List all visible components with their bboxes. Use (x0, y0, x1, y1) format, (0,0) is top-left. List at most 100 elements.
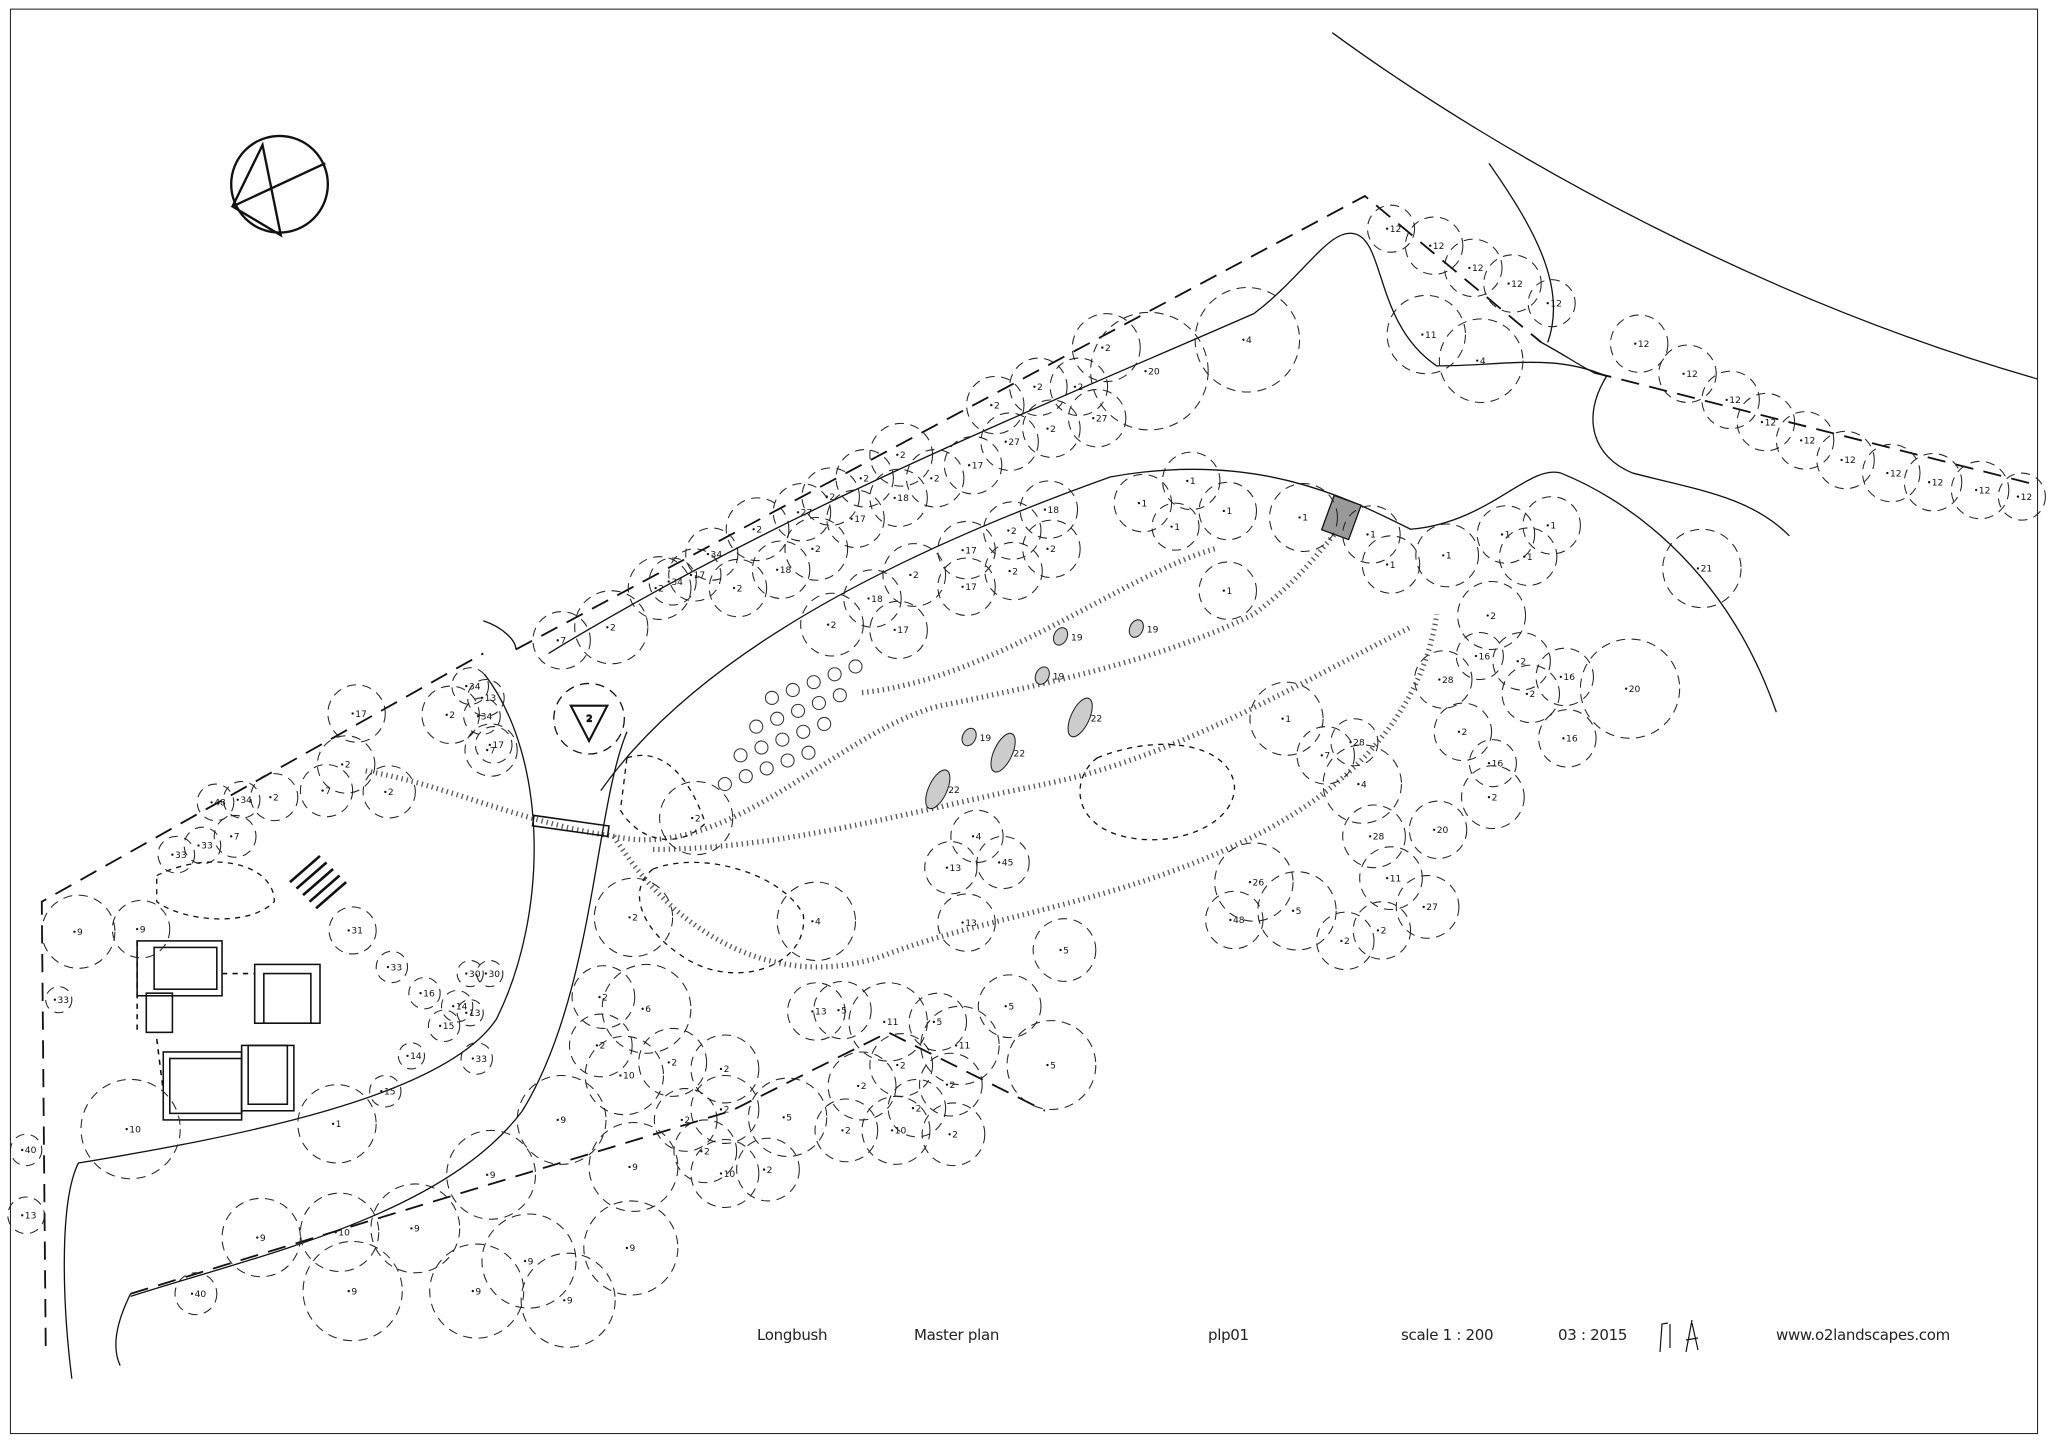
plant-label: 4 (1480, 357, 1486, 367)
tree-symbol: 40 (174, 1272, 218, 1316)
tree-symbol: 2 (250, 773, 299, 822)
tree-canopy (520, 1252, 616, 1348)
tree-trunk-dot (911, 1106, 915, 1110)
plant-label: 19 (1147, 625, 1159, 635)
tree-symbol: 12 (1483, 254, 1542, 313)
plant-label: 2 (1520, 657, 1526, 667)
plant-label: 11 (959, 1042, 971, 1052)
tree-canopy (516, 1074, 607, 1165)
project-name: Longbush (757, 1326, 828, 1344)
tree-symbol: 2 (835, 449, 894, 508)
plant-label: 2 (1037, 383, 1043, 393)
plant-label: 2 (950, 1081, 956, 1091)
plant-label: 12 (1729, 396, 1741, 406)
plant-label: 1 (1190, 477, 1196, 487)
plant-label: 9 (560, 1116, 566, 1126)
tree-canopy (571, 965, 636, 1029)
tree-canopy (213, 814, 257, 858)
tree-trunk-dot (719, 1172, 723, 1175)
tree-canopy (1022, 519, 1081, 579)
tree-canopy (1022, 399, 1081, 458)
plant-label: 4 (1246, 336, 1252, 346)
tree-trunk-dot (1248, 880, 1252, 884)
tree-symbol: 12 (1609, 314, 1669, 373)
bush-symbol: 19 (1034, 666, 1065, 685)
tree-trunk-dot (1525, 692, 1529, 696)
tree-canopy (980, 412, 1039, 471)
tree-symbol: 2 (966, 375, 1025, 435)
tree-symbol: 20 (1408, 800, 1468, 860)
plant-label: 9 (414, 1225, 420, 1235)
tree-trunk-dot (1229, 918, 1232, 922)
plant-label: 9 (528, 1257, 534, 1267)
tree-canopy (463, 697, 501, 735)
plant-label: 9 (475, 1287, 481, 1297)
tree-symbol: 2 (814, 1098, 879, 1163)
tree-canopy (1032, 918, 1097, 982)
plant-label: 22 (1091, 714, 1103, 724)
tree-trunk-dot (945, 866, 949, 869)
plant-label: 34 (240, 796, 252, 806)
tree-trunk-dot (465, 1011, 468, 1014)
tree-trunk-dot (1559, 675, 1562, 679)
tree-symbol: 2 (1501, 664, 1561, 724)
plant-label: 7 (490, 746, 496, 756)
tree-symbol: 27 (772, 482, 832, 542)
plant-label: 7 (234, 833, 240, 843)
drawing-date: 03 : 2015 (1558, 1326, 1628, 1344)
plant-label: 33 (57, 996, 69, 1006)
tree-trunk-dot (1320, 754, 1323, 757)
plant-label: 5 (936, 1018, 942, 1028)
tree-trunk-dot (732, 586, 736, 590)
plant-label: 9 (567, 1297, 573, 1307)
site-boundaries: 2 (40, 32, 2038, 1379)
tree-canopy (250, 773, 299, 822)
tree-canopy (9, 1133, 43, 1167)
plant-label: 2 (724, 1065, 730, 1075)
tree-trunk-dot (486, 748, 489, 752)
tree-trunk-dot (380, 1089, 383, 1093)
tree-symbol: 12 (1444, 238, 1503, 298)
tree-symbol: 34 (463, 697, 501, 735)
tree-trunk-dot (556, 639, 559, 642)
plant-label: 5 (841, 1006, 847, 1016)
tree-trunk-dot (556, 1118, 559, 1122)
tree-symbol: 9 (111, 899, 171, 959)
tree-trunk-dot (1385, 876, 1389, 880)
property-boundary (40, 194, 2032, 1346)
plant-label: 12 (1472, 264, 1484, 274)
tree-canopy (747, 1077, 828, 1158)
plant-label: 13 (950, 864, 962, 874)
plant-label: 2 (900, 451, 906, 461)
tree-trunk-dot (384, 790, 387, 794)
tree-canopy (1366, 204, 1416, 253)
plant-label: 2 (756, 526, 762, 536)
tree-symbol: 9 (221, 1197, 301, 1278)
north-arrow-icon (230, 134, 330, 238)
tree-trunk-dot (654, 586, 657, 590)
tree-symbol: 30 (476, 959, 504, 988)
tree-trunk-dot (971, 835, 975, 838)
tree-trunk-dot (410, 1227, 413, 1230)
plant-label: 2 (952, 1131, 958, 1141)
tree-canopy (869, 600, 928, 660)
tree-symbol: 18 (843, 569, 902, 628)
tree-symbol: 9 (429, 1243, 525, 1339)
tree-canopy (869, 422, 934, 487)
tree-symbol: 2 (316, 735, 376, 794)
tree-trunk-dot (948, 1133, 951, 1136)
tree-canopy (800, 592, 864, 657)
tree-canopy (882, 543, 947, 607)
tree-trunk-dot (21, 1148, 24, 1152)
tree-symbol: 17 (474, 726, 513, 764)
tree-symbol: 2 (887, 1078, 947, 1138)
tree-symbol: 2 (673, 1119, 738, 1184)
plant-label: 12 (1390, 225, 1402, 235)
tree-canopy (1395, 875, 1460, 939)
tree-trunk-dot (1487, 761, 1491, 765)
plant-label: 2 (994, 401, 1000, 411)
tree-symbol: 9 (520, 1252, 616, 1348)
tree-symbol: 17 (327, 684, 386, 743)
plant-label: 10 (895, 1127, 907, 1137)
